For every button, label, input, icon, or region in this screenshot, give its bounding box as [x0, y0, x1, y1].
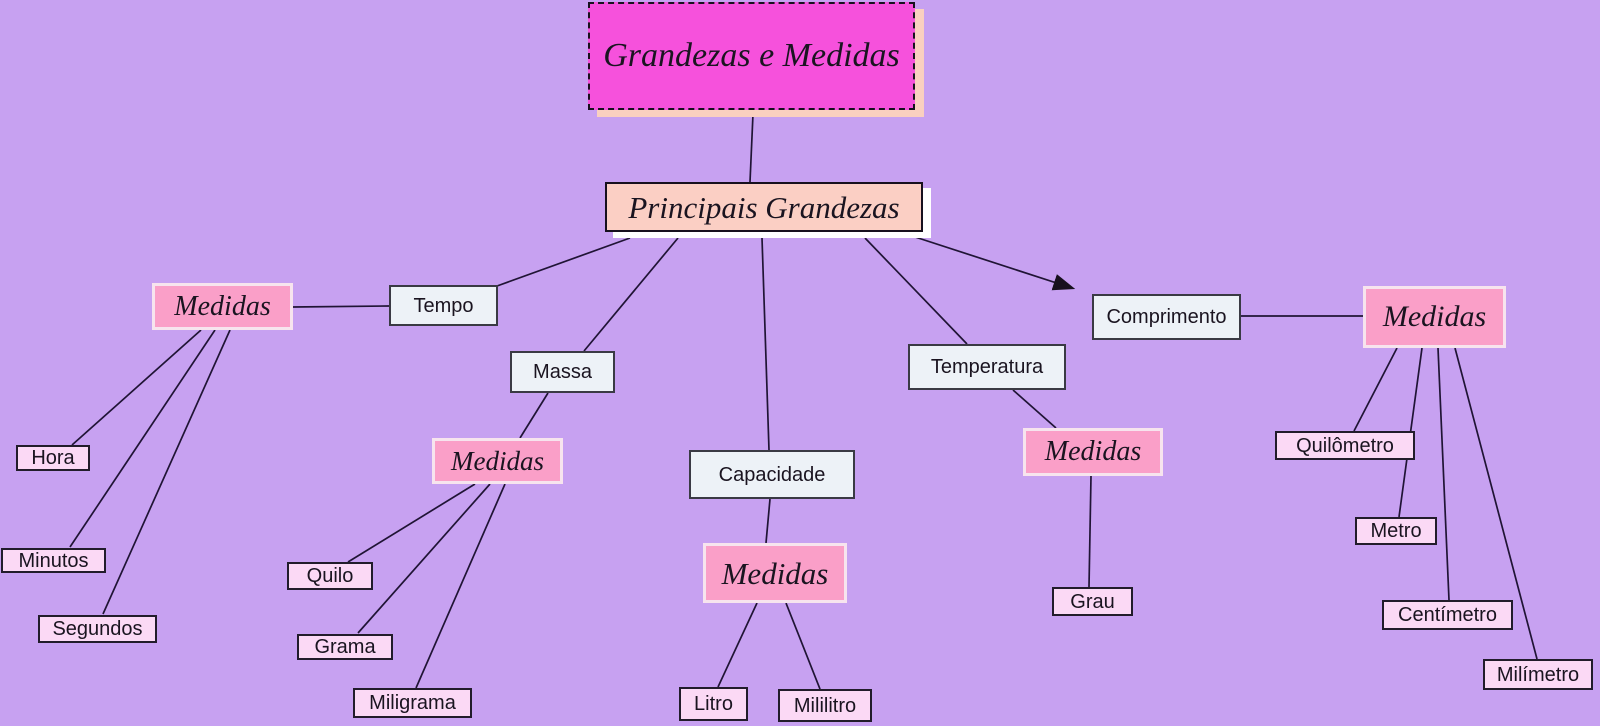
- edge-massa-medidas: [519, 392, 549, 439]
- node-quilo[interactable]: Quilo: [287, 562, 373, 590]
- node-segundos[interactable]: Segundos: [38, 615, 157, 643]
- edge-medidas-mililitro: [785, 602, 821, 690]
- edge-root-massa: [583, 237, 679, 352]
- edge-medidas-quilometro: [1353, 347, 1398, 432]
- edge-medidas-grama: [357, 483, 491, 634]
- edge-medidas-segundos: [102, 329, 231, 615]
- node-medidas-tempo[interactable]: Medidas: [152, 283, 293, 330]
- edge-medidas-hora: [71, 329, 202, 446]
- node-temperatura[interactable]: Temperatura: [908, 344, 1066, 390]
- edge-temperatura-medidas: [1012, 389, 1057, 429]
- node-massa[interactable]: Massa: [510, 351, 615, 393]
- node-hora[interactable]: Hora: [16, 445, 90, 471]
- edge-root-comprimento: [911, 235, 1076, 291]
- node-milimetro[interactable]: Milímetro: [1483, 659, 1593, 690]
- edge-medidas-grau: [1088, 475, 1092, 588]
- node-centimetro[interactable]: Centímetro: [1382, 600, 1513, 630]
- edge-medidas-minutos: [69, 329, 216, 548]
- node-mililitro[interactable]: Mililitro: [778, 689, 872, 722]
- node-minutos[interactable]: Minutos: [1, 548, 106, 573]
- node-comprimento[interactable]: Comprimento: [1092, 294, 1241, 340]
- edge-root-tempo: [496, 237, 631, 287]
- node-grama[interactable]: Grama: [297, 634, 393, 660]
- node-title[interactable]: Grandezas e Medidas: [588, 2, 915, 110]
- node-principais-grandezas[interactable]: Principais Grandezas: [605, 182, 923, 232]
- edge-medidas-litro: [717, 602, 758, 688]
- node-medidas-comprimento[interactable]: Medidas: [1363, 286, 1506, 348]
- node-quilometro[interactable]: Quilômetro: [1275, 431, 1415, 460]
- node-capacidade[interactable]: Capacidade: [689, 450, 855, 499]
- edge-root-capacidade: [761, 237, 770, 451]
- edge-title-root: [749, 113, 754, 183]
- edge-capacidade-medidas: [765, 498, 771, 544]
- node-tempo[interactable]: Tempo: [389, 285, 498, 326]
- edge-medidas-milimetro: [1454, 347, 1538, 660]
- node-medidas-temperatura[interactable]: Medidas: [1023, 428, 1163, 476]
- edge-medidas-miligrama: [415, 483, 506, 689]
- edge-medidas-tempo: [292, 305, 390, 308]
- node-metro[interactable]: Metro: [1355, 517, 1437, 545]
- node-grau[interactable]: Grau: [1052, 587, 1133, 616]
- edge-root-temperatura: [864, 237, 968, 345]
- node-litro[interactable]: Litro: [679, 687, 748, 721]
- edge-medidas-quilo: [347, 483, 476, 563]
- edge-medidas-centimetro: [1437, 347, 1450, 601]
- node-miligrama[interactable]: Miligrama: [353, 688, 472, 718]
- node-medidas-massa[interactable]: Medidas: [432, 438, 563, 484]
- node-medidas-capacidade[interactable]: Medidas: [703, 543, 847, 603]
